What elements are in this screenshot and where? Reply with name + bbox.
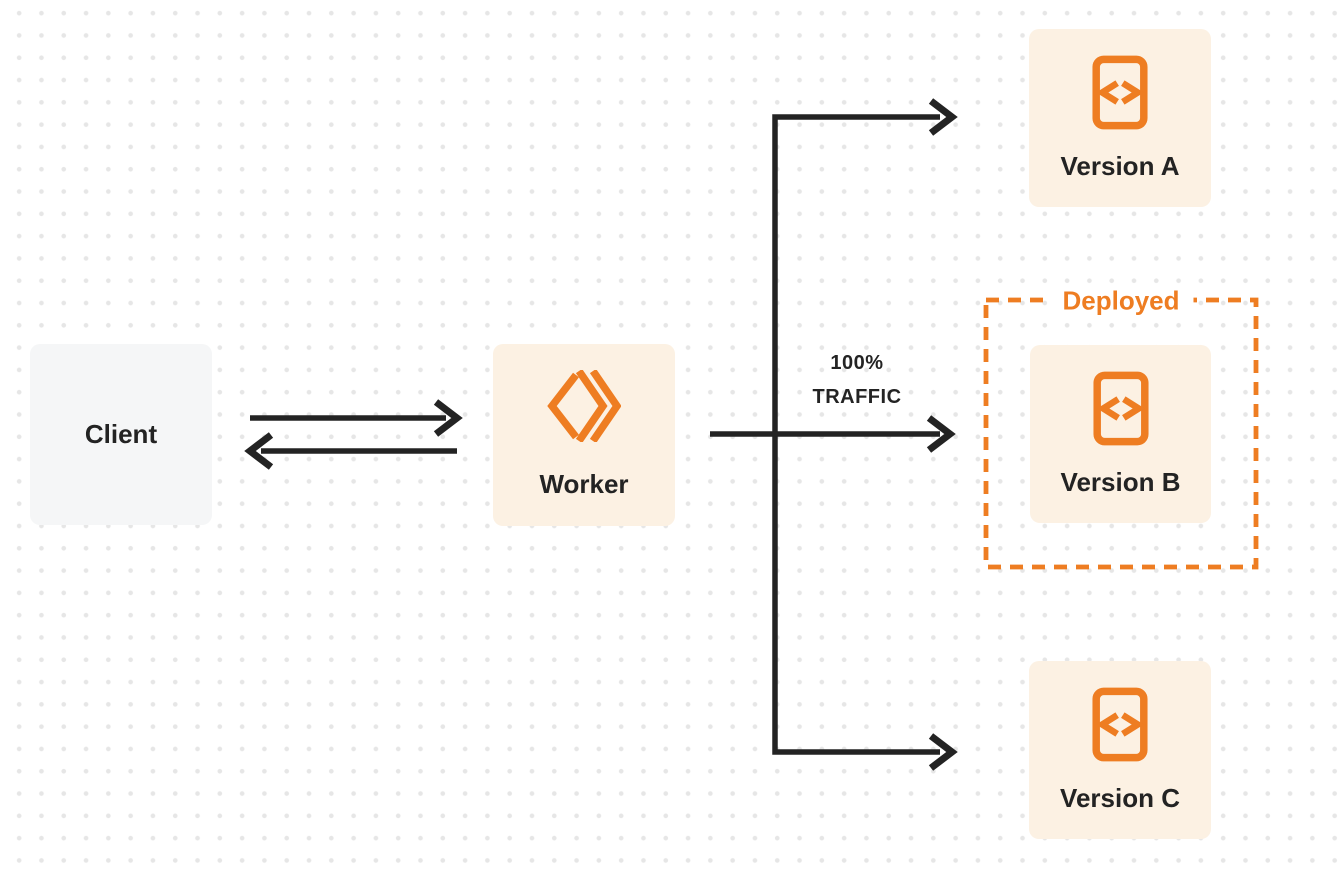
- code-file-icon: [1092, 371, 1149, 445]
- arrowhead-version-a-icon: [928, 98, 958, 136]
- arrowhead-to-client-icon: [244, 432, 274, 470]
- client-label: Client: [84, 418, 158, 449]
- arrowhead-to-worker-icon: [433, 399, 463, 437]
- code-file-icon: [1092, 55, 1148, 129]
- workers-logo-icon: [547, 370, 621, 443]
- version-b-label: Version B: [1060, 466, 1181, 497]
- client-node: Client: [30, 344, 212, 525]
- traffic-word: TRAFFIC: [812, 386, 902, 408]
- version-c-node: Version C: [1029, 661, 1211, 839]
- traffic-annotation: 100% TRAFFIC: [812, 346, 901, 414]
- version-b-node: Version B: [1030, 345, 1211, 523]
- version-c-label: Version C: [1060, 782, 1180, 813]
- version-a-label: Version A: [1060, 150, 1180, 181]
- code-file-icon: [1092, 687, 1148, 761]
- deployed-badge: Deployed: [1048, 285, 1194, 317]
- worker-label: Worker: [539, 469, 629, 500]
- arrowhead-version-c-icon: [928, 733, 958, 771]
- branch-line: [772, 114, 940, 755]
- version-a-node: Version A: [1029, 29, 1211, 207]
- arrowhead-version-b-icon: [926, 415, 956, 453]
- traffic-percent: 100%: [830, 352, 884, 374]
- worker-node: Worker: [493, 344, 675, 526]
